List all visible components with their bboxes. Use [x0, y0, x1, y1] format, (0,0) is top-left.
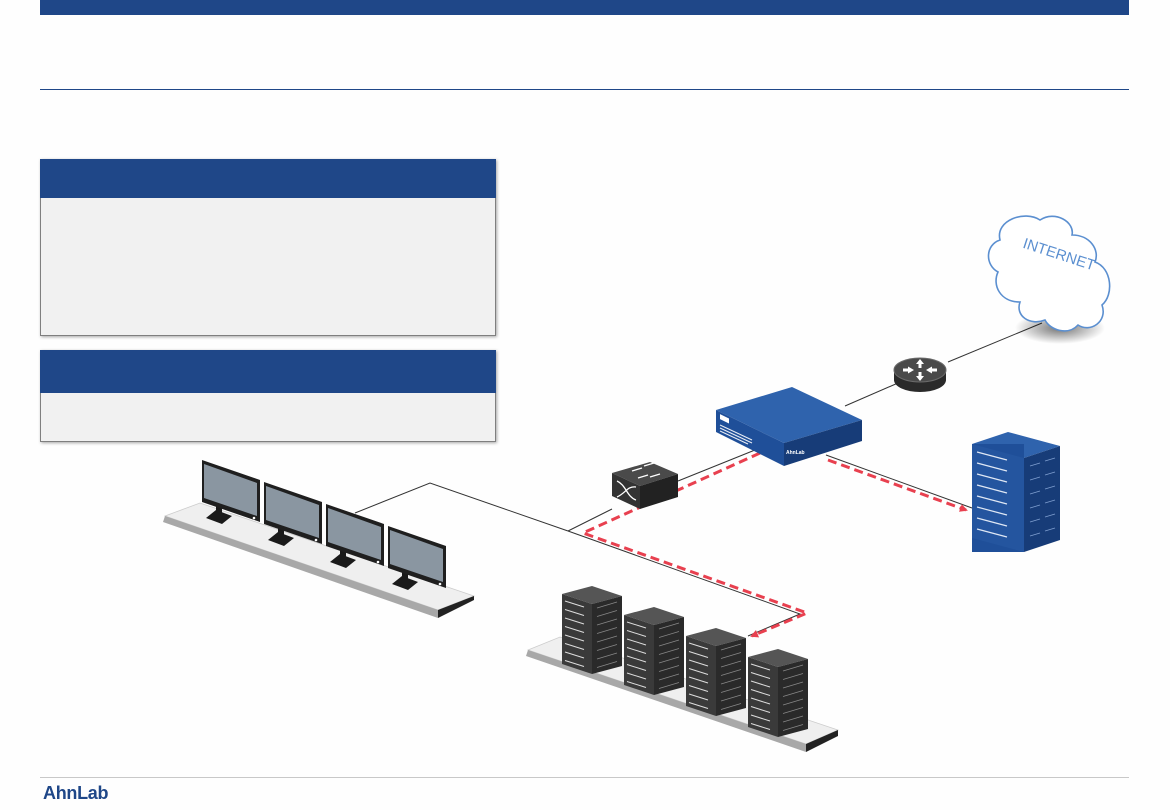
header-band — [40, 0, 1129, 15]
link-switch-hub — [567, 508, 613, 532]
monitor-icon — [326, 504, 384, 568]
server-icon — [624, 607, 684, 695]
security-appliance-icon: AhnLab — [716, 387, 862, 466]
panel-2-header — [40, 350, 496, 393]
title-divider — [40, 89, 1129, 90]
router-icon — [893, 357, 947, 392]
link-switch-servers — [567, 530, 802, 637]
link-appliance-switch — [677, 449, 756, 482]
monitor-icon — [264, 482, 322, 546]
server-icon — [686, 628, 746, 716]
server-farm — [526, 586, 840, 752]
server-icon — [748, 649, 808, 737]
link-switch-clients — [354, 482, 569, 532]
flow-appliance-to-rack — [827, 458, 968, 512]
traffic-flows — [578, 451, 968, 638]
monitor-icon — [388, 526, 446, 590]
info-panel-2 — [40, 350, 496, 442]
cloud-icon — [987, 215, 1111, 332]
panel-1-header — [40, 159, 496, 198]
panel-2-body — [40, 393, 496, 442]
client-workstations — [163, 460, 476, 618]
switch-icon — [612, 462, 678, 509]
info-panel-1 — [40, 159, 496, 336]
footer-divider — [40, 777, 1129, 778]
flow-appliance-to-servers — [578, 451, 812, 638]
ahnlab-logo: AhnLab — [43, 783, 109, 803]
server-icon — [562, 586, 622, 674]
link-appliance-rack — [825, 454, 973, 509]
panel-1-body — [40, 198, 496, 336]
appliance-brand-label: AhnLab — [786, 450, 805, 456]
monitor-icon — [202, 460, 260, 524]
link-router-appliance — [844, 382, 899, 407]
rack-server-icon — [972, 432, 1060, 552]
internet-cloud: INTERNET — [987, 215, 1111, 344]
